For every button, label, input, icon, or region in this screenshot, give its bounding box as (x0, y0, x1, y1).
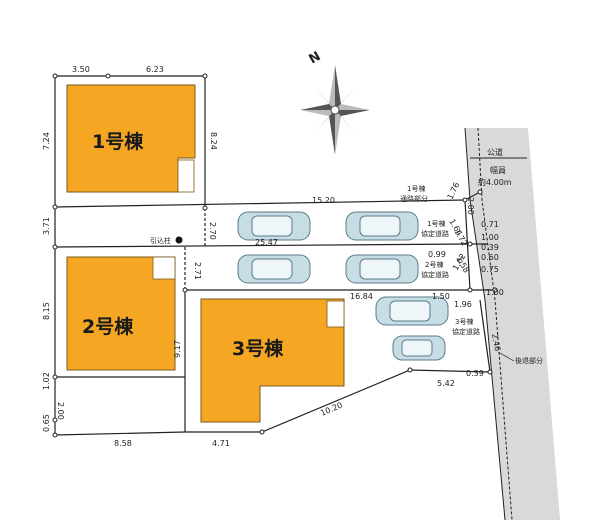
dim-071: 0.71 (481, 220, 499, 229)
parking-cars (237, 211, 449, 361)
dim-471: 4.71 (212, 439, 230, 448)
dim-371: 3.71 (42, 217, 51, 235)
road-width-value: 約4.00m (478, 177, 512, 187)
compass-north-label: N (307, 49, 324, 67)
dim-060: 0.60 (481, 253, 499, 262)
building-2-entrance (152, 256, 176, 280)
building-3 (200, 298, 345, 423)
dim-824: 8.24 (209, 132, 218, 150)
dim-271: 2.71 (193, 262, 202, 280)
road1a-label-1: 1号棟 (427, 219, 445, 228)
road1-label-2: 通路部分 (400, 194, 428, 203)
setback-label: 後退部分 (515, 356, 543, 365)
road3-label-1: 3号棟 (455, 317, 473, 326)
road3-label-2: 協定道路 (452, 327, 480, 336)
road2-label-2: 協定道路 (421, 270, 449, 279)
public-road (465, 128, 560, 520)
dim-176: 1.76 (446, 181, 462, 201)
dim-350: 3.50 (72, 65, 90, 74)
pole-label: 引込柱 (150, 236, 171, 245)
dim-099: 0.99 (428, 250, 446, 259)
dim-100b: 1.00 (486, 288, 504, 297)
road1a-label-2: 協定道路 (421, 229, 449, 238)
dim-200b: 2.00 (56, 402, 65, 420)
dim-623: 6.23 (146, 65, 164, 74)
dim-065: 0.65 (42, 414, 51, 432)
building-3-entrance (326, 300, 345, 328)
compass-icon (300, 65, 370, 155)
building-1-label: 1号棟 (92, 130, 144, 153)
road1-label-1: 1号棟 (407, 184, 425, 193)
dim-724: 7.24 (42, 132, 51, 150)
road-width-label: 幅員 (490, 165, 506, 175)
dim-815: 8.15 (42, 302, 51, 320)
survey-points (52, 73, 498, 438)
dim-075: 0.75 (481, 265, 499, 274)
dim-246: 2.46 (490, 333, 502, 352)
dim-542: 5.42 (437, 379, 455, 388)
dim-858: 8.58 (114, 439, 132, 448)
setback-leader (497, 351, 515, 362)
dim-039: 0.39 (481, 243, 499, 252)
dim-200: 2.00 (466, 197, 475, 215)
dim-100a: 1.00 (481, 233, 499, 242)
dim-039b: 0.39 (466, 369, 484, 378)
road2-label-1: 2号棟 (425, 260, 443, 269)
pole-icon (175, 236, 183, 244)
dim-1684: 16.84 (350, 292, 373, 301)
dim-917: 9.17 (173, 340, 182, 358)
building-2 (66, 256, 176, 371)
setback-dashed-line (477, 127, 513, 520)
dim-270: 2.70 (208, 222, 217, 240)
dim-102: 1.02 (42, 372, 51, 390)
dim-1520: 15.20 (312, 196, 335, 205)
building-1 (66, 84, 196, 193)
building-2-label: 2号棟 (82, 315, 134, 338)
building-3-label: 3号棟 (232, 337, 284, 360)
dim-150: 1.50 (432, 292, 450, 301)
dim-2547: 25.47 (255, 238, 278, 247)
road-boundary-line (464, 127, 506, 520)
road-label: 公道 (487, 147, 503, 157)
building-1-entrance (177, 159, 195, 193)
dim-196: 1.96 (454, 300, 472, 309)
